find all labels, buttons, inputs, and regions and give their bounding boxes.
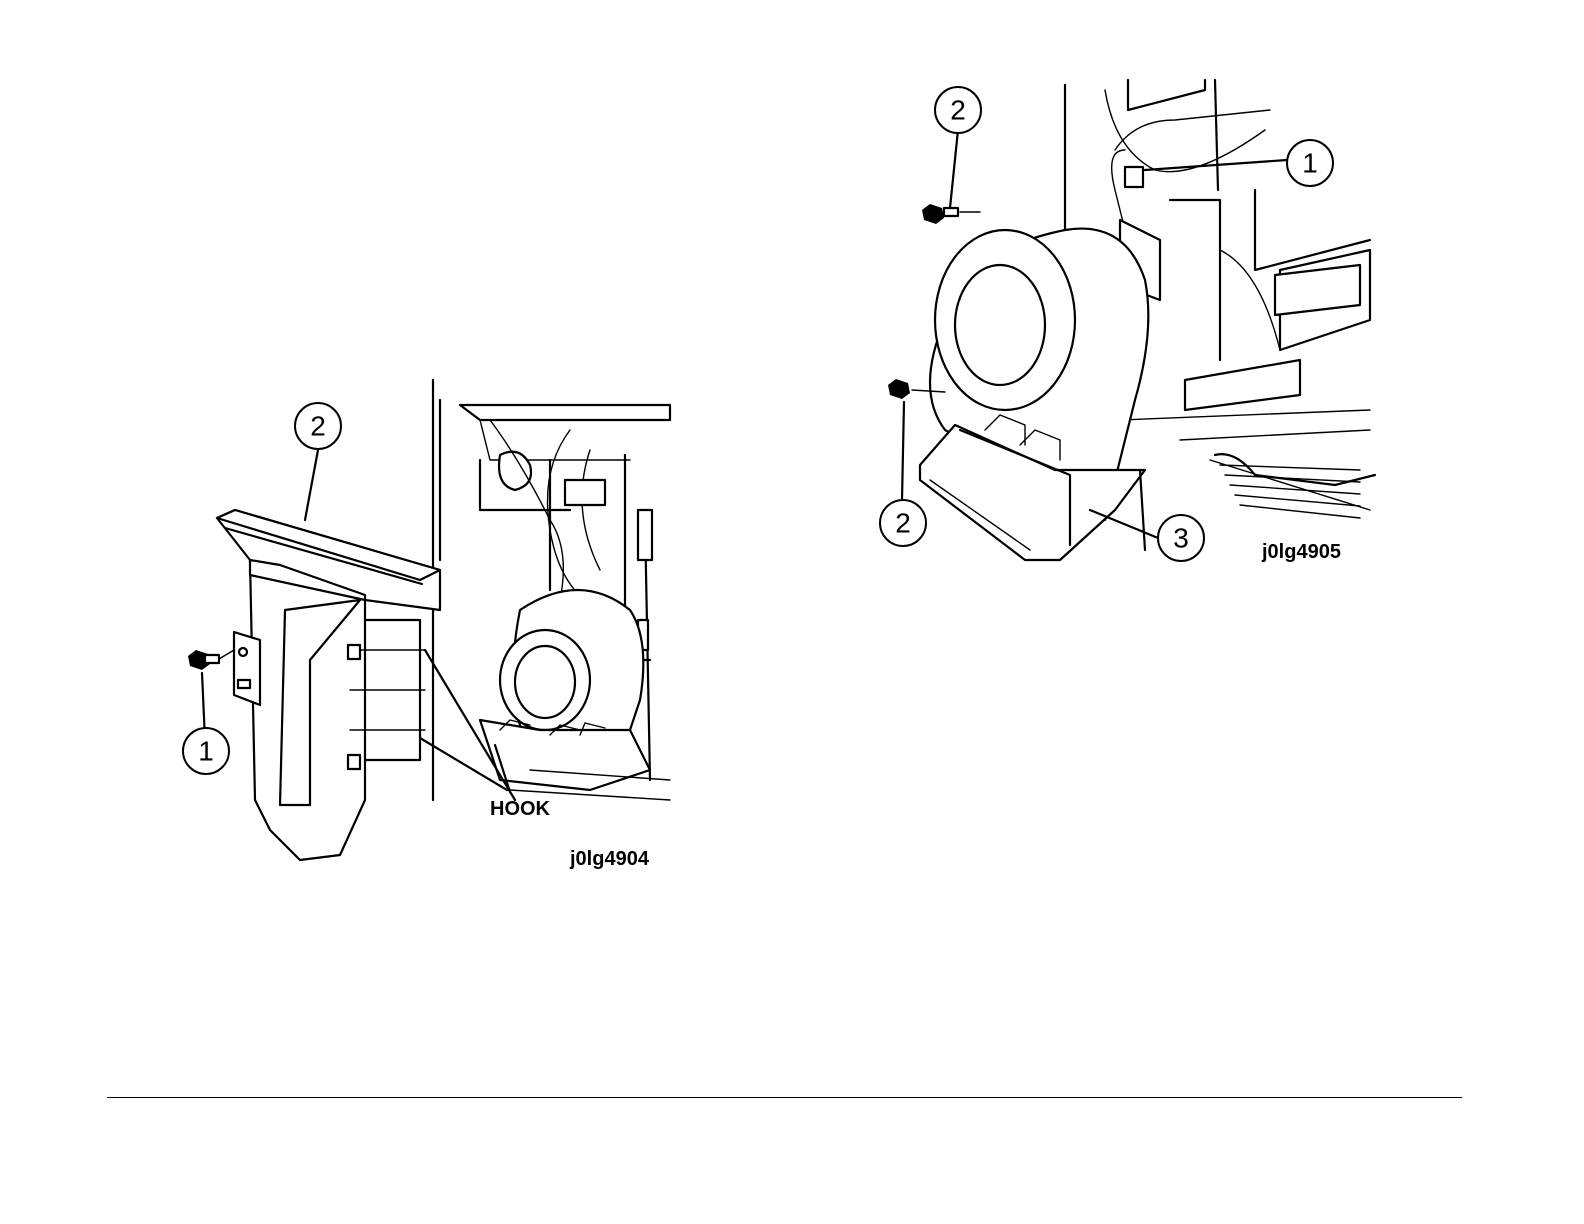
duct-illustration: 2 1 HOOK j0lg4904	[150, 360, 690, 880]
blower-illustration: 2 1 2 3 j0lg4905	[860, 70, 1400, 580]
figure-duct-removal: 2 1 HOOK j0lg4904	[150, 360, 690, 880]
blower-assembly	[920, 229, 1148, 560]
svg-text:2: 2	[895, 508, 911, 539]
svg-text:3: 3	[1173, 523, 1189, 554]
figure-id-right: j0lg4905	[1261, 541, 1341, 563]
callout-3: 3	[1158, 515, 1204, 561]
callout-1: 1	[183, 728, 229, 774]
callout-1: 1	[1287, 140, 1333, 186]
svg-text:2: 2	[950, 95, 966, 126]
callout-2-top: 2	[935, 87, 981, 133]
figure-id-left: j0lg4904	[569, 848, 650, 870]
machine-frame	[433, 380, 670, 800]
callout-2-bottom: 2	[880, 500, 926, 546]
hook-label: HOOK	[490, 798, 551, 820]
svg-text:2: 2	[310, 411, 326, 442]
callout-2: 2	[295, 403, 341, 449]
air-duct	[217, 510, 440, 860]
figure-blower-removal: 2 1 2 3 j0lg4905	[860, 70, 1400, 580]
screw-1-icon	[188, 650, 234, 670]
footer-rule	[107, 1097, 1462, 1098]
vent-grille	[1220, 465, 1360, 518]
svg-text:1: 1	[198, 736, 214, 767]
connector-icon	[1115, 110, 1270, 187]
svg-text:1: 1	[1302, 148, 1318, 179]
